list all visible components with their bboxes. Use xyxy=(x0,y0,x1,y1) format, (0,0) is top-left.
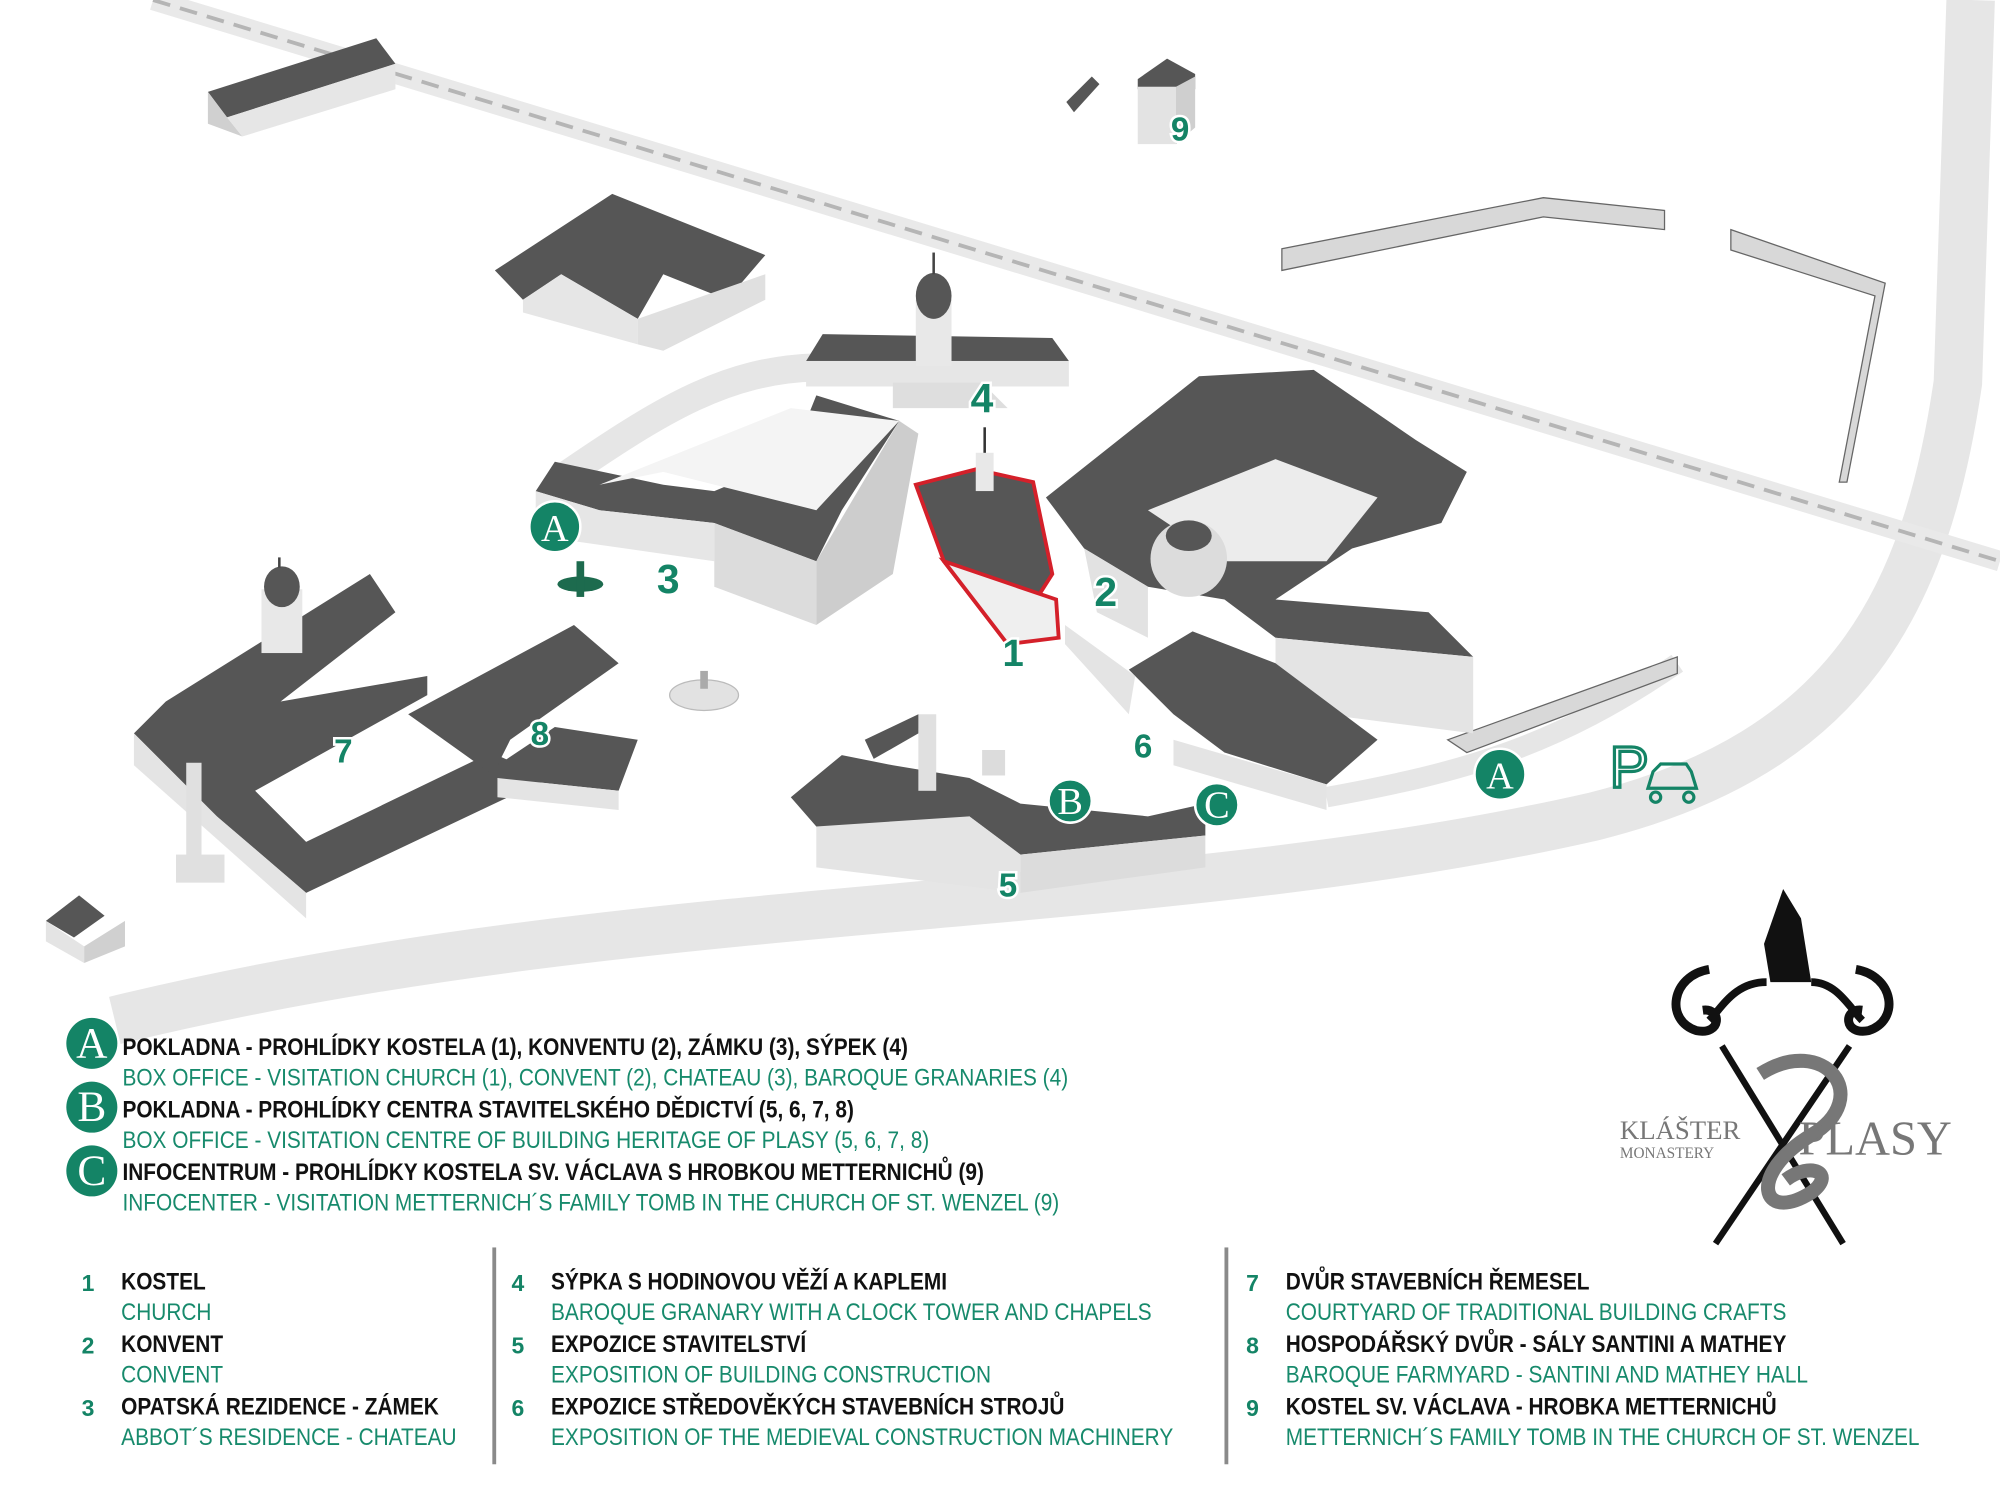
building-9 xyxy=(1066,58,1196,145)
badge-c: C xyxy=(66,1145,118,1197)
marker-4[interactable]: 4 xyxy=(968,372,996,423)
marker-9[interactable]: 9 xyxy=(1168,109,1192,151)
building-8 xyxy=(408,624,638,810)
building-7 xyxy=(133,557,549,919)
svg-text:C: C xyxy=(1204,785,1230,827)
site-cz: OPATSKÁ REZIDENCE - ZÁMEK xyxy=(121,1394,439,1421)
building-top-left xyxy=(207,38,396,137)
svg-text:A: A xyxy=(1486,755,1514,797)
office-b-en: BOX OFFICE - VISITATION CENTRE OF BUILDI… xyxy=(122,1127,930,1155)
site-number: 6 xyxy=(511,1395,525,1421)
marker-3[interactable]: 3 xyxy=(654,554,682,605)
site-cz: SÝPKA S HODINOVOU VĚŽÍ A KAPLEMI xyxy=(551,1269,948,1296)
site-number: 3 xyxy=(81,1395,95,1421)
site-cz: KONVENT xyxy=(121,1331,224,1359)
site-en: BAROQUE FARMYARD - SANTINI AND MATHEY HA… xyxy=(1285,1362,1809,1390)
walls xyxy=(1281,197,1886,754)
site-cz: EXPOZICE STŘEDOVĚKÝCH STAVEBNÍCH STROJŮ xyxy=(551,1394,1065,1421)
site-en: EXPOSITION OF THE MEDIEVAL CONSTRUCTION … xyxy=(551,1424,1174,1452)
site-en: METTERNICH´S FAMILY TOMB IN THE CHURCH O… xyxy=(1285,1424,1920,1452)
svg-text:MONASTERY: MONASTERY xyxy=(1620,1145,1714,1162)
map-markers: 1 2 3 4 5 6 7 8 9 A A B C P xyxy=(332,109,1699,907)
column-divider xyxy=(1224,1247,1229,1465)
office-a-en: BOX OFFICE - VISITATION CHURCH (1), CONV… xyxy=(122,1065,1069,1092)
site-en: COURTYARD OF TRADITIONAL BUILDING CRAFTS xyxy=(1285,1299,1787,1327)
site-cz: DVŮR STAVEBNÍCH ŘEMESEL xyxy=(1285,1269,1590,1296)
site-en: BAROQUE GRANARY WITH A CLOCK TOWER AND C… xyxy=(551,1299,1152,1327)
marker-8[interactable]: 8 xyxy=(528,713,552,755)
site-en: CONVENT xyxy=(121,1362,224,1390)
box-office-a-marker[interactable]: A xyxy=(528,499,582,554)
building-3 xyxy=(535,395,919,625)
box-office-b-marker[interactable]: B xyxy=(1047,778,1094,824)
parking-marker[interactable]: P xyxy=(1608,733,1699,804)
buildings xyxy=(45,38,1474,964)
svg-text:B: B xyxy=(1057,781,1083,823)
site-number: 9 xyxy=(1246,1395,1259,1421)
infocenter-c-marker[interactable]: C xyxy=(1193,781,1240,828)
building-bottom-left xyxy=(45,895,125,964)
site-cz: EXPOZICE STAVITELSTVÍ xyxy=(551,1331,807,1359)
marker-7[interactable]: 7 xyxy=(332,731,356,773)
office-a-cz: POKLADNA - PROHLÍDKY KOSTELA (1), KONVEN… xyxy=(122,1034,908,1062)
main-road xyxy=(109,0,1995,1044)
building-4 xyxy=(806,252,1069,409)
site-en: ABBOT´S RESIDENCE - CHATEAU xyxy=(121,1424,457,1452)
office-b-cz: POKLADNA - PROHLÍDKY CENTRA STAVITELSKÉH… xyxy=(122,1096,854,1124)
upper-path xyxy=(553,353,817,490)
box-office-a-marker-east[interactable]: A xyxy=(1473,747,1527,802)
building-top-courtyard xyxy=(494,193,766,351)
site-number: 7 xyxy=(1246,1270,1259,1296)
office-c-cz: INFOCENTRUM - PROHLÍDKY KOSTELA SV. VÁCL… xyxy=(122,1159,984,1187)
badge-a: A xyxy=(66,1017,118,1069)
mitre-icon xyxy=(1764,889,1812,983)
building-2-convent xyxy=(1045,369,1474,734)
railway xyxy=(150,0,2000,571)
site-en: CHURCH xyxy=(121,1299,212,1327)
column-divider xyxy=(492,1247,497,1465)
svg-text:A: A xyxy=(541,508,569,550)
building-6 xyxy=(1065,624,1378,810)
marker-1[interactable]: 1 xyxy=(1000,629,1026,677)
site-number: 1 xyxy=(81,1270,95,1296)
site-number: 4 xyxy=(511,1270,525,1296)
fountain xyxy=(668,670,740,712)
marker-5[interactable]: 5 xyxy=(996,865,1020,907)
site-number: 2 xyxy=(81,1332,95,1359)
badge-b: B xyxy=(66,1081,118,1133)
building-1-church xyxy=(913,427,1061,648)
plasy-monastery-logo: KLÁŠTER MONASTERY PLASY xyxy=(1620,889,1952,1246)
marker-2[interactable]: 2 xyxy=(1092,566,1120,617)
site-cz: KOSTEL SV. VÁCLAVA - HROBKA METTERNICHŮ xyxy=(1285,1394,1777,1421)
site-en: EXPOSITION OF BUILDING CONSTRUCTION xyxy=(551,1362,992,1390)
building-5 xyxy=(790,714,1206,893)
svg-text:P: P xyxy=(1610,735,1649,800)
svg-text:PLASY: PLASY xyxy=(1798,1112,1951,1165)
marker-6[interactable]: 6 xyxy=(1131,726,1155,768)
tree-statue-icon xyxy=(557,561,604,597)
office-c-en: INFOCENTER - VISITATION METTERNICH´S FAM… xyxy=(122,1190,1060,1217)
site-cz: HOSPODÁŘSKÝ DVŮR - SÁLY SANTINI A MATHEY xyxy=(1285,1331,1787,1359)
site-cz: KOSTEL xyxy=(121,1269,206,1296)
car-icon xyxy=(1645,762,1699,804)
site-number: 5 xyxy=(511,1332,525,1359)
svg-text:KLÁŠTER: KLÁŠTER xyxy=(1620,1115,1741,1145)
site-number: 8 xyxy=(1246,1332,1259,1359)
crosier-right xyxy=(1712,1044,1853,1246)
